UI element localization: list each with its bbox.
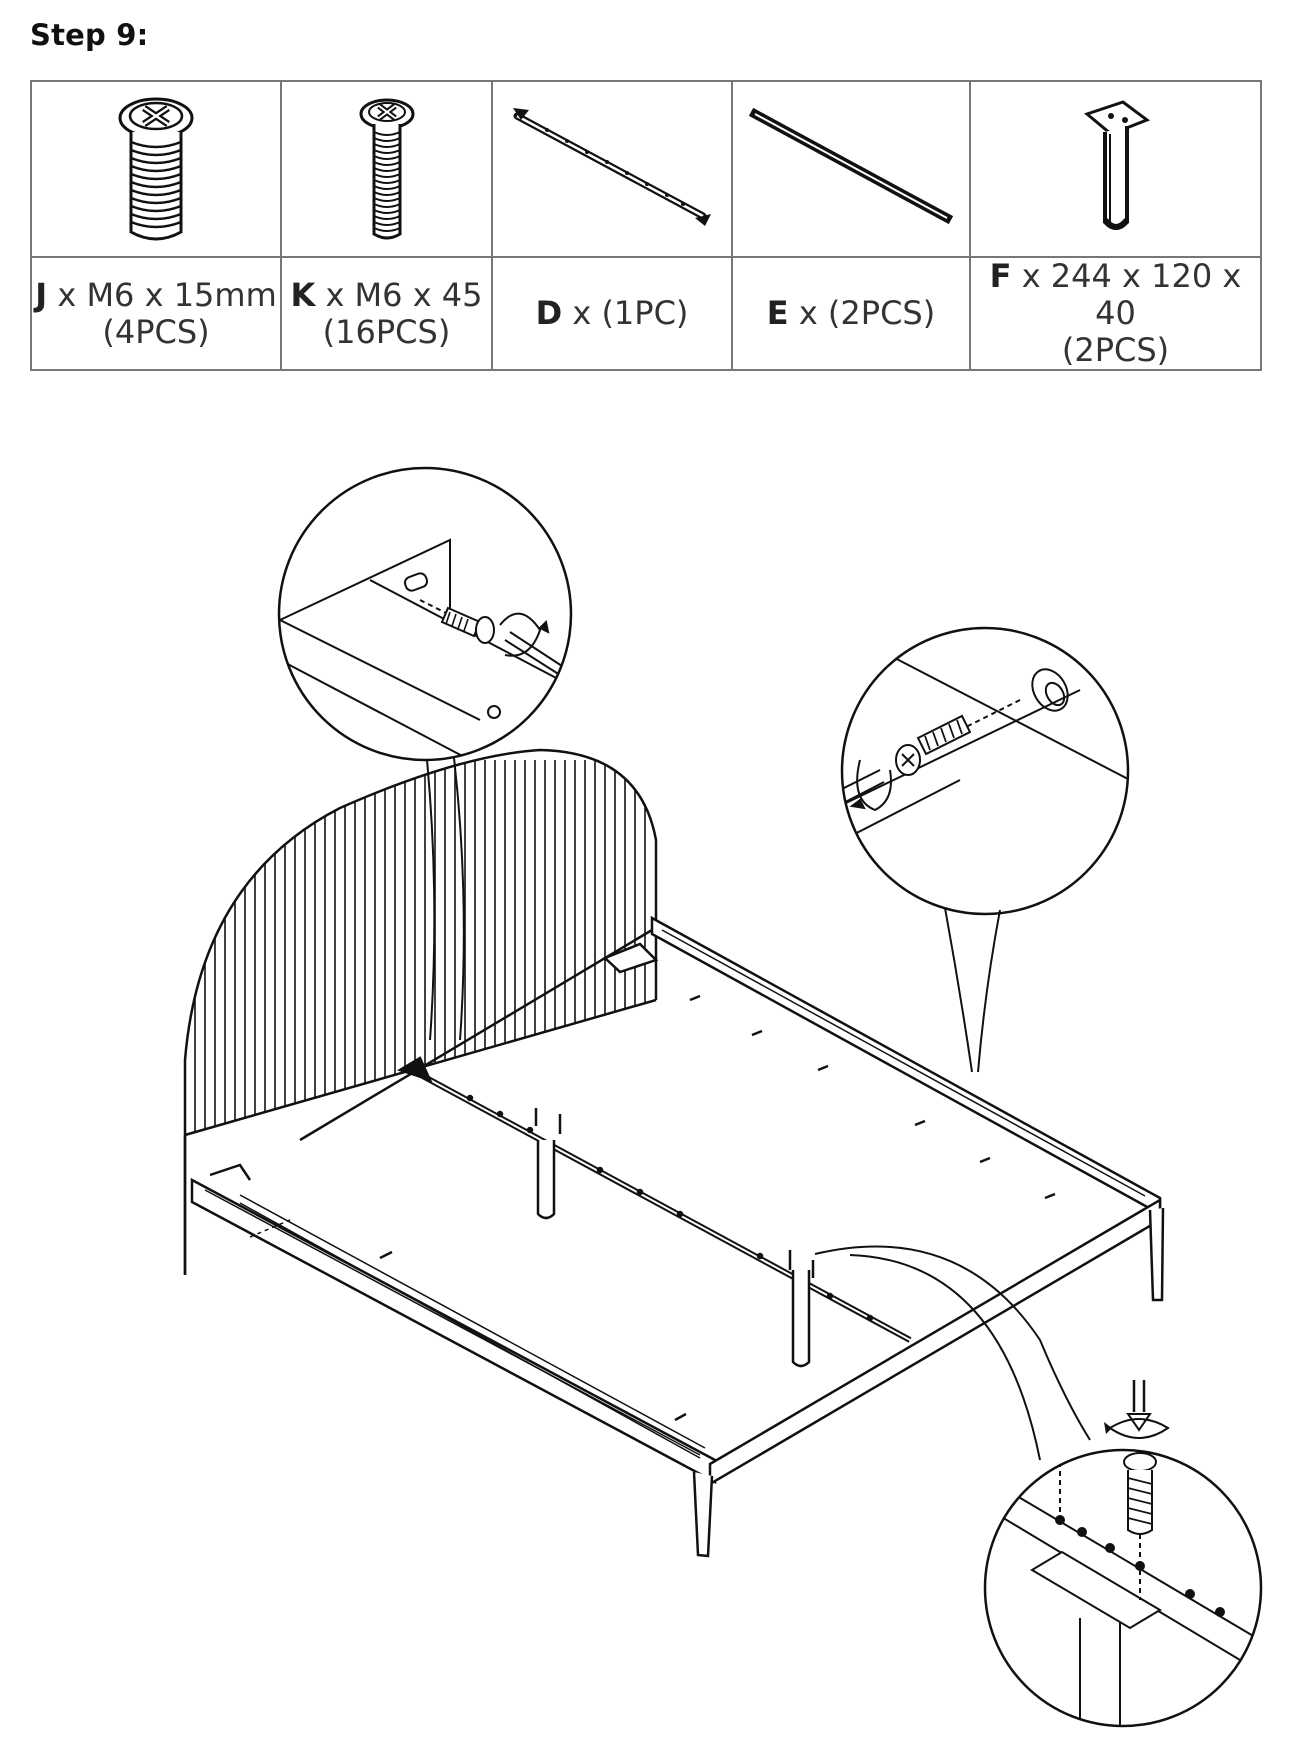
- part-j-label: J x M6 x 15mm (4PCS): [30, 256, 282, 371]
- support-leg-icon: [1083, 100, 1150, 230]
- parts-table: J x M6 x 15mm (4PCS) K x M6 x 45 (16PCS)…: [30, 80, 1262, 371]
- part-e-image-cell: [731, 80, 971, 258]
- short-bolt-icon: [118, 97, 194, 241]
- callout-headboard-bracket: [277, 466, 573, 1041]
- long-bolt-icon: [359, 98, 414, 240]
- part-f-image-cell: [969, 80, 1262, 258]
- part-d-image-cell: [491, 80, 733, 258]
- headboard-slats: [194, 760, 646, 1135]
- parts-label-row: J x M6 x 15mm (4PCS) K x M6 x 45 (16PCS)…: [30, 256, 1262, 371]
- step-title: Step 9:: [30, 18, 149, 52]
- callout-support-leg: [814, 1245, 1263, 1728]
- part-k-label: K x M6 x 45 (16PCS): [280, 256, 493, 371]
- part-j-image-cell: [30, 80, 282, 258]
- parts-image-row: [30, 80, 1262, 258]
- part-f-label: F x 244 x 120 x 40 (2PCS): [969, 256, 1262, 371]
- headboard: [183, 748, 658, 1275]
- part-e-label: E x (2PCS): [731, 256, 971, 371]
- center-rail-icon: [513, 108, 711, 226]
- slat-bar-icon: [748, 107, 954, 225]
- part-d-label: D x (1PC): [491, 256, 733, 371]
- part-k-image-cell: [280, 80, 493, 258]
- assembly-diagram: [183, 466, 1263, 1728]
- callout-side-rail-screw: [840, 626, 1130, 1073]
- bed-frame: [190, 915, 1165, 1558]
